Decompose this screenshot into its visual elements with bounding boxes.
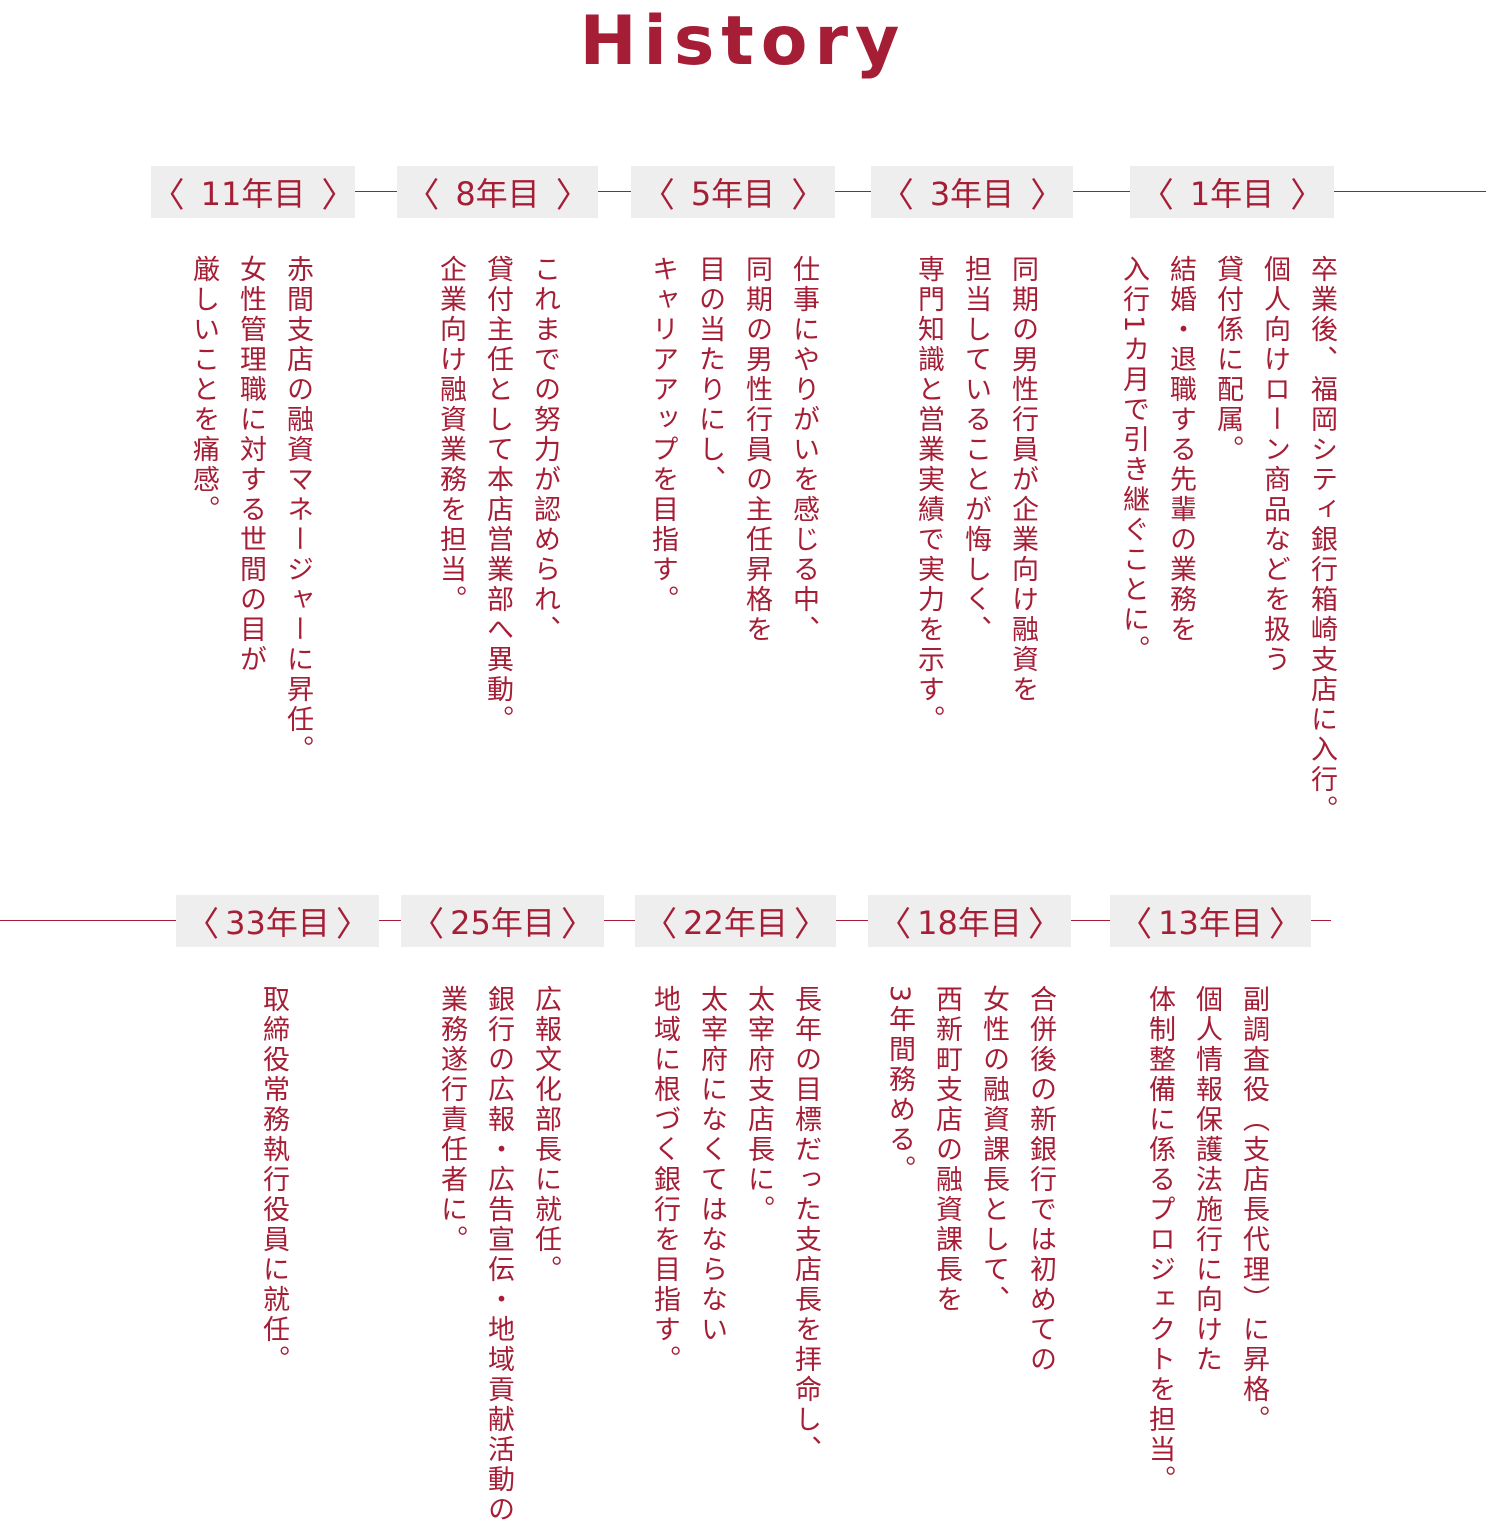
milestone-label: 〈13年目〉 (1110, 895, 1311, 947)
timeline-line (379, 920, 401, 921)
milestone-label: 〈 5年目〉 (631, 166, 835, 218)
milestone-year: 22年目 (683, 904, 788, 942)
milestone-text-line: 合併後の新銀行では初めての (1025, 985, 1056, 1375)
milestone-text-line: 副調査役（支店長代理）に昇格。 (1238, 985, 1269, 1435)
milestone-year: 11年目 (200, 175, 306, 213)
timeline-line (598, 191, 631, 192)
right-angle-icon: 〉 (335, 904, 370, 945)
milestone-text-line: 体制整備に係るプロジェクトを担当。 (1144, 985, 1175, 1495)
milestone-label: 〈 8年目〉 (397, 166, 598, 218)
milestone-text-line: キャリアアップを目指す。 (647, 255, 678, 615)
milestone-year: 8年目 (455, 175, 540, 213)
milestone-text-line: 女性管理職に対する世間の目が (235, 255, 266, 675)
milestone-text-line: 企業向け融資業務を担当。 (435, 255, 466, 615)
milestone-label: 〈18年目〉 (868, 895, 1071, 947)
timeline-line (1073, 191, 1130, 192)
right-angle-icon: 〉 (555, 175, 590, 216)
milestone-text-line: 太宰府支店長に。 (743, 985, 774, 1225)
milestone-year: 5年目 (690, 175, 776, 213)
milestone-text-line: 長年の目標だった支店長を拝命し、 (790, 985, 821, 1465)
milestone-label: 〈 11年目〉 (151, 166, 355, 218)
left-angle-icon: 〈 (877, 904, 912, 945)
milestone-text-line: 卒業後、福岡シティ銀行箱崎支店に入行。 (1306, 255, 1337, 825)
milestone-text-line: 厳しいことを痛感。 (188, 255, 219, 525)
milestone-text-line: 仕事にやりがいを感じる中、 (788, 255, 819, 645)
milestone-year: 25年目 (450, 904, 555, 942)
milestone-text-line: これまでの努力が認められ、 (529, 255, 560, 645)
timeline-line (0, 920, 176, 921)
timeline-line (835, 191, 871, 192)
right-angle-icon: 〉 (793, 904, 828, 945)
milestone-text-line: 西新町支店の融資課長を (931, 985, 962, 1315)
milestone-text-line: 結婚・退職する先輩の業務を (1165, 255, 1196, 645)
milestone-text-line: 同期の男性行員の主任昇格を (741, 255, 772, 645)
milestone-text-line: 業務遂行責任者に。 (436, 985, 467, 1255)
milestone-label: 〈 3年目〉 (871, 166, 1073, 218)
left-angle-icon: 〈 (640, 175, 675, 216)
timeline-line (355, 191, 397, 192)
right-angle-icon: 〉 (560, 904, 595, 945)
right-angle-icon: 〉 (321, 175, 356, 216)
milestone-year: 18年目 (917, 904, 1022, 942)
left-angle-icon: 〈 (185, 904, 220, 945)
milestone-text-line: 貸付係に配属。 (1212, 255, 1243, 465)
milestone-year: 3年目 (929, 175, 1015, 213)
milestone-text-line: 同期の男性行員が企業向け融資を (1007, 255, 1038, 705)
left-angle-icon: 〈 (410, 904, 445, 945)
left-angle-icon: 〈 (1118, 904, 1153, 945)
milestone-label: 〈25年目〉 (401, 895, 604, 947)
left-angle-icon: 〈 (643, 904, 678, 945)
milestone-text-line: 個人向けローン商品などを扱う (1259, 255, 1290, 675)
right-angle-icon: 〉 (791, 175, 826, 216)
right-angle-icon: 〉 (1290, 175, 1325, 216)
milestone-year: 13年目 (1158, 904, 1263, 942)
milestone-text-line: 取締役常務執行役員に就任。 (258, 985, 289, 1375)
milestone-text-line: 広報文化部長に就任。 (530, 985, 561, 1285)
milestone-text-line: 専門知識と営業実績で実力を示す。 (913, 255, 944, 735)
milestone-text-line: 個人情報保護法施行に向けた (1191, 985, 1222, 1375)
milestone-text-line: 担当していることが悔しく、 (960, 255, 991, 645)
timeline-line (1334, 191, 1486, 192)
milestone-label: 〈33年目〉 (176, 895, 379, 947)
left-angle-icon: 〈 (879, 175, 914, 216)
milestone-text-line: 地域に根づく銀行を目指す。 (649, 985, 680, 1375)
milestone-label: 〈22年目〉 (635, 895, 836, 947)
milestone-text-line: 3年間務める。 (884, 985, 915, 1186)
milestone-text-line: 貸付主任として本店営業部へ異動。 (482, 255, 513, 735)
timeline-line (836, 920, 868, 921)
milestone-label: 〈 1年目〉 (1130, 166, 1334, 218)
milestone-text-line: 目の当たりにし、 (694, 255, 725, 495)
right-angle-icon: 〉 (1030, 175, 1065, 216)
left-angle-icon: 〈 (150, 175, 185, 216)
right-angle-icon: 〉 (1268, 904, 1303, 945)
milestone-text-line: 入行1カ月で引き継ぐことに。 (1118, 255, 1149, 666)
left-angle-icon: 〈 (405, 175, 440, 216)
page-title: History (579, 2, 907, 81)
timeline-line (1311, 920, 1331, 921)
timeline-line (604, 920, 635, 921)
milestone-text-line: 赤間支店の融資マネージャーに昇任。 (282, 255, 313, 765)
timeline-line (1071, 920, 1110, 921)
milestone-text-line: 女性の融資課長として、 (978, 985, 1009, 1315)
milestone-year: 1年目 (1189, 175, 1275, 213)
milestone-text-line: 銀行の広報・広告宣伝・地域貢献活動の (483, 985, 514, 1525)
left-angle-icon: 〈 (1139, 175, 1174, 216)
milestone-year: 33年目 (225, 904, 330, 942)
milestone-text-line: 太宰府になくてはならない (696, 985, 727, 1345)
right-angle-icon: 〉 (1027, 904, 1062, 945)
